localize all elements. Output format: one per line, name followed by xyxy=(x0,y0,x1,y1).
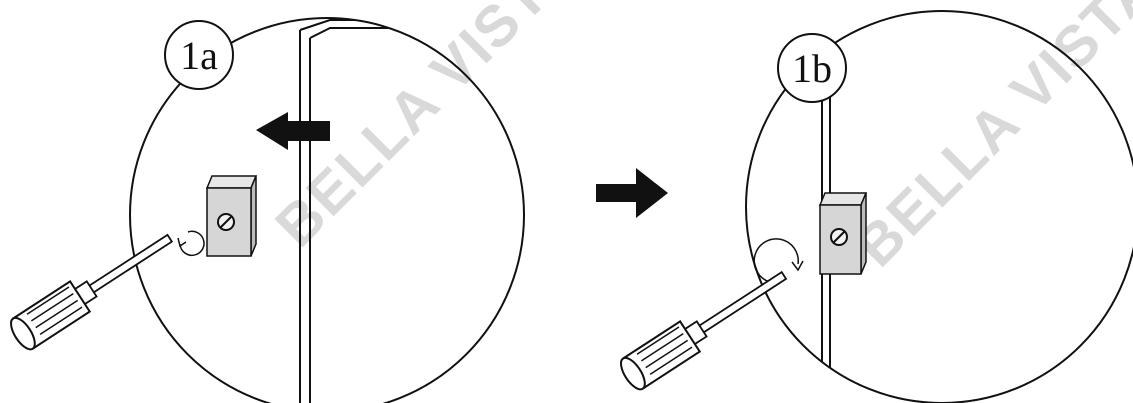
next-step-arrow-icon xyxy=(596,168,668,218)
step-1a-panel: 1a xyxy=(10,17,525,403)
svg-text:BELLA VISTA: BELLA VISTA xyxy=(843,0,1133,279)
step-1a-label: 1a xyxy=(180,33,218,78)
step-1b-bracket xyxy=(818,192,868,275)
step-1b-label: 1b xyxy=(792,46,832,91)
step-1b-panel: 1b xyxy=(620,10,1133,403)
step-1b-screw-icon xyxy=(830,228,848,246)
step-1a-bracket xyxy=(205,175,258,257)
step-1b-label-badge: 1b xyxy=(777,33,847,103)
step-1a-push-left-arrow-icon xyxy=(256,112,330,150)
step-1a-label-badge: 1a xyxy=(164,20,234,90)
step-1a-screwdriver-icon xyxy=(10,233,174,351)
watermark-right: BELLA VISTA xyxy=(843,0,1133,279)
step-1a-detail-circle xyxy=(129,17,525,403)
clockwise-arrow-icon xyxy=(753,238,804,283)
step-1a-screw-icon xyxy=(217,213,235,231)
step-1b-detail-circle xyxy=(745,10,1133,403)
counterclockwise-arrow-icon xyxy=(177,230,205,257)
step-1b-screwdriver-icon xyxy=(620,270,788,391)
